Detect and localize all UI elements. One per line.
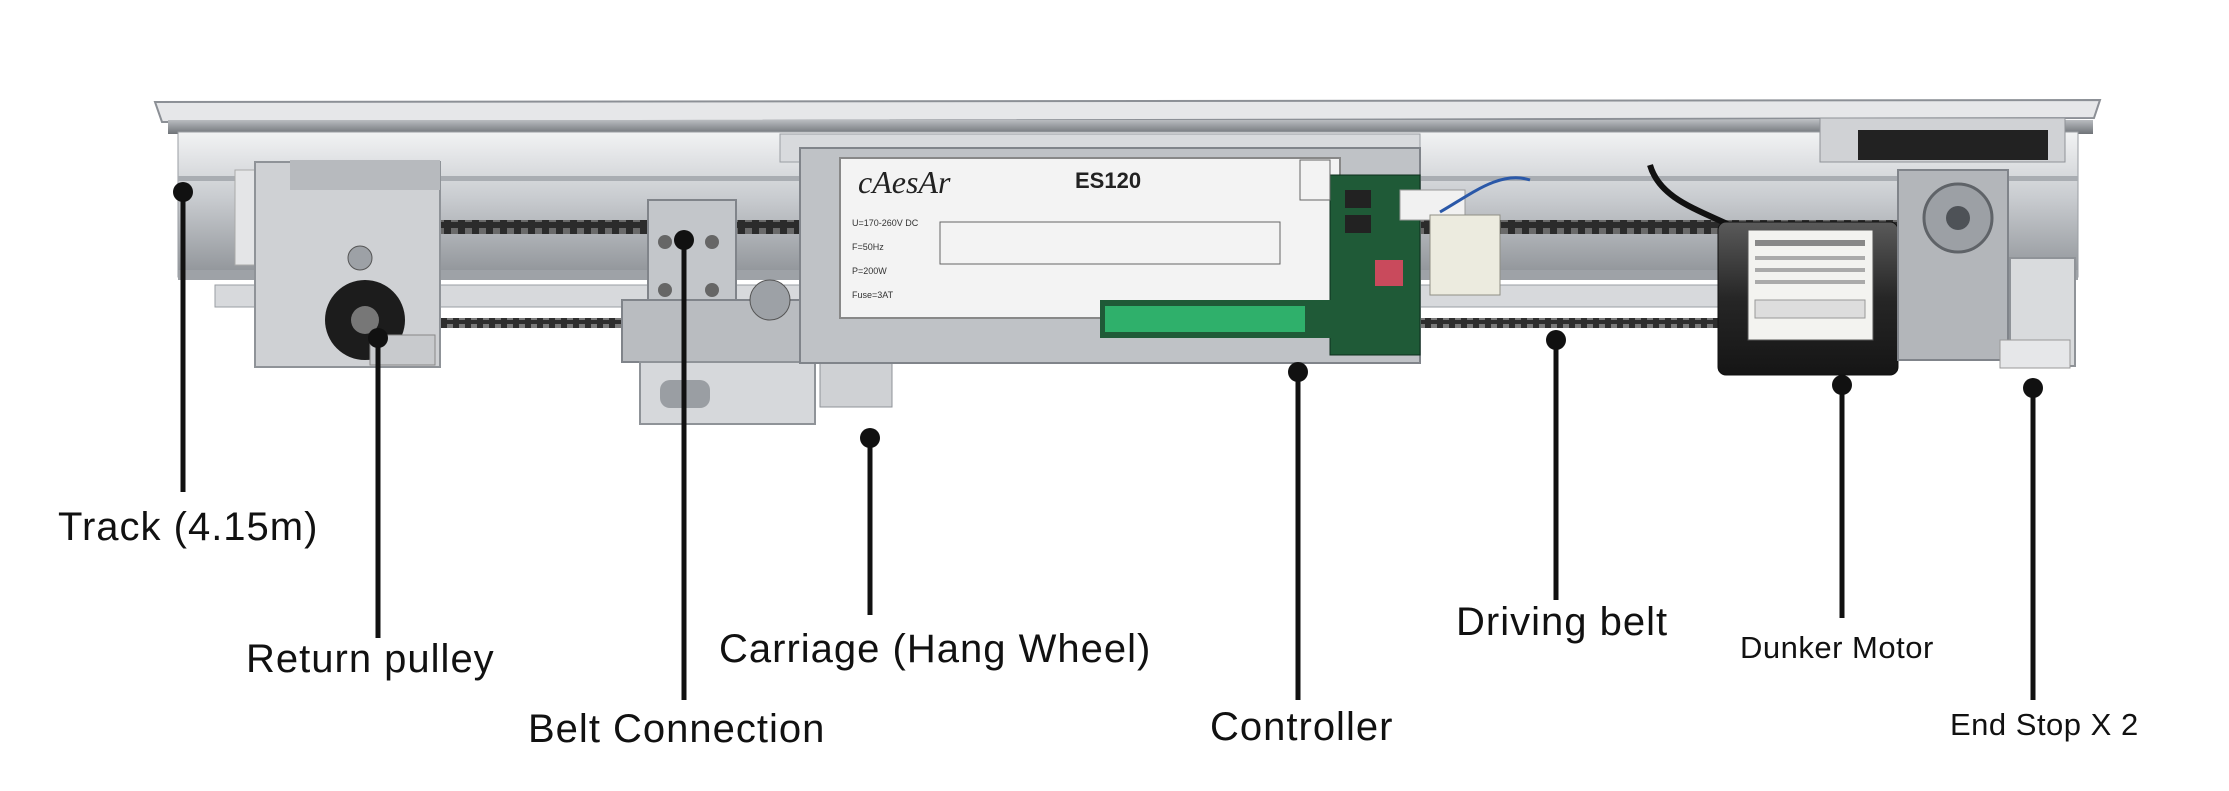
terminal-legend [939,221,1281,265]
controller: cAesAr ES120 U=170-260V DC F=50Hz P=200W… [799,147,1501,364]
callout-dot-end-stop [2023,378,2043,398]
spec-line-4: Fuse=3AT [852,290,894,300]
callouts [173,182,2043,700]
callout-dot-driving-belt [1546,330,1566,350]
label-return-pulley: Return pulley [246,637,495,681]
end-stop [1999,257,2076,369]
spec-line-1: U=170-260V DC [852,218,919,228]
controller-brand: cAesAr [858,164,951,200]
callout-dot-track [173,182,193,202]
label-belt-connection: Belt Connection [528,707,826,751]
label-driving-belt: Driving belt [1456,600,1669,644]
motor-bracket-block [1858,130,2048,160]
transformer [1429,214,1501,296]
dunker-motor [1717,169,2009,376]
callout-dot-return-pulley [368,328,388,348]
spec-line-2: F=50Hz [852,242,884,252]
motor-nameplate [1747,229,1874,341]
callout-dot-controller [1288,362,1308,382]
callout-dot-dunker-motor [1832,375,1852,395]
controller-model: ES120 [1075,168,1141,193]
belt-connection [647,199,737,311]
label-end-stop: End Stop X 2 [1950,707,2139,742]
return-pulley [234,160,441,368]
cable-blue [1439,176,1531,214]
label-controller: Controller [1210,705,1394,749]
label-track: Track (4.15m) [58,505,319,549]
terminal-block [1105,306,1305,332]
spec-line-3: P=200W [852,266,887,276]
gearbox [1897,169,2009,361]
callout-dot-belt-connection [674,230,694,250]
callout-dot-carriage [860,428,880,448]
label-carriage: Carriage (Hang Wheel) [719,627,1152,671]
carriage-hang-wheel [621,279,903,425]
label-dunker-motor: Dunker Motor [1740,630,1934,665]
